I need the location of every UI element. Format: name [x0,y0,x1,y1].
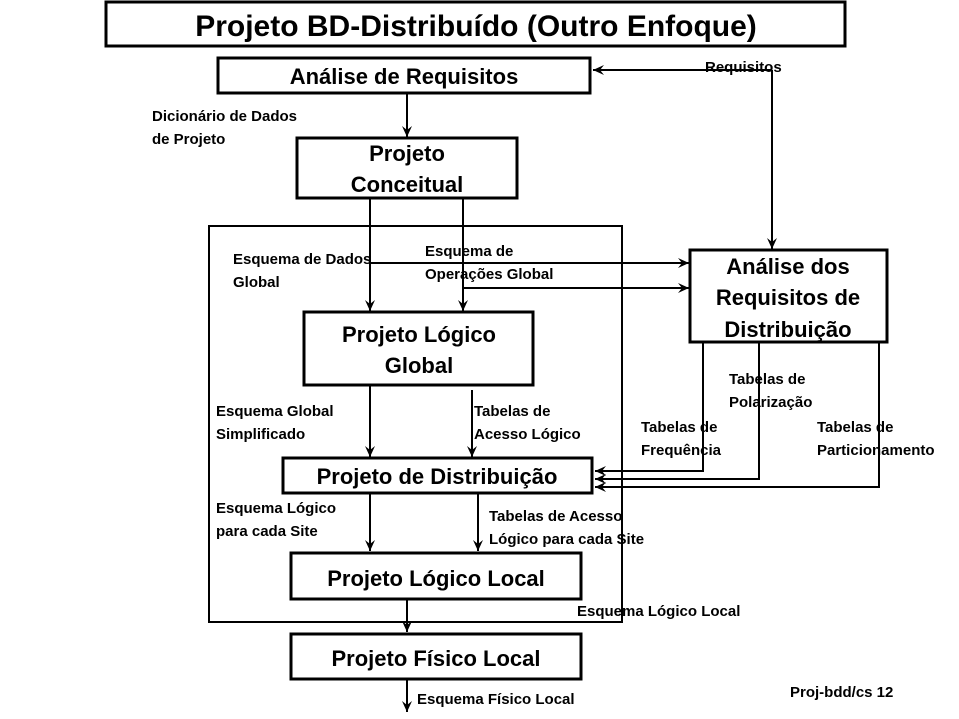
projeto-fisico-local-label: Projeto Físico Local [331,646,540,671]
label-tabelas-polarizacao: Polarização [729,394,812,411]
label-requisitos: Requisitos [705,59,782,76]
page-title: Projeto BD-Distribuído (Outro Enfoque) [195,10,757,43]
analise-distribuicao-label: Distribuição [724,317,851,342]
projeto-logico-global-label: Global [385,353,453,378]
label-esquema-operacoes: Operações Global [425,266,553,283]
label-tabelas-acesso-logico: Acesso Lógico [474,426,581,443]
label-tabelas-particionamento: Tabelas de [817,419,893,436]
connectors [365,65,880,712]
projeto-distribuicao-box [281,456,594,495]
projeto-logico-local-box [289,551,583,601]
arrow-polarizacao [595,342,760,484]
label-tabelas-acesso-logico: Tabelas de [474,403,550,420]
label-esquema-fisico-local: Esquema Físico Local [417,691,575,708]
label-dicionario: de Projeto [152,131,225,148]
projeto-logico-global-box [302,310,535,387]
label-tabelas-particionamento: Particionamento [817,442,935,459]
label-esquema-dados-global: Global [233,274,280,291]
flow-labels: Requisitos Dicionário de Dados de Projet… [152,59,935,708]
projeto-conceitual-box [295,136,519,200]
projeto-conceitual-label: Conceitual [351,172,463,197]
label-tabelas-frequencia: Frequência [641,442,722,459]
container-frame [208,225,623,623]
label-esquema-logico-site: Esquema Lógico [216,500,336,517]
label-tabelas-polarizacao: Tabelas de [729,371,805,388]
analise-requisitos-label: Análise de Requisitos [290,64,519,89]
label-esquema-operacoes: Esquema de [425,243,513,260]
slide-footer: Proj-bdd/cs 12 [790,684,893,701]
projeto-conceitual-label: Projeto [369,141,445,166]
analise-distribuicao-label: Requisitos de [716,285,860,310]
analise-requisitos-box [216,56,592,95]
label-tabelas-acesso-site: Lógico para cada Site [489,531,644,548]
projeto-logico-local-label: Projeto Lógico Local [327,566,545,591]
title-box [104,0,847,48]
label-tabelas-frequencia: Tabelas de [641,419,717,436]
label-dicionario: Dicionário de Dados [152,108,297,125]
label-esquema-logico-local: Esquema Lógico Local [577,603,740,620]
projeto-distribuicao-label: Projeto de Distribuição [317,464,558,489]
label-esquema-dados-global: Esquema de Dados [233,251,371,268]
projeto-logico-global-label: Projeto Lógico [342,322,496,347]
arrow-frequencia [595,342,704,476]
label-esquema-global-simplificado: Simplificado [216,426,305,443]
arrow-particionamento [595,342,880,492]
projeto-fisico-local-box [289,632,583,681]
analise-distribuicao-box [688,248,889,344]
label-tabelas-acesso-site: Tabelas de Acesso [489,508,622,525]
label-esquema-global-simplificado: Esquema Global [216,403,334,420]
label-esquema-logico-site: para cada Site [216,523,318,540]
analise-distribuicao-label: Análise dos [726,254,849,279]
